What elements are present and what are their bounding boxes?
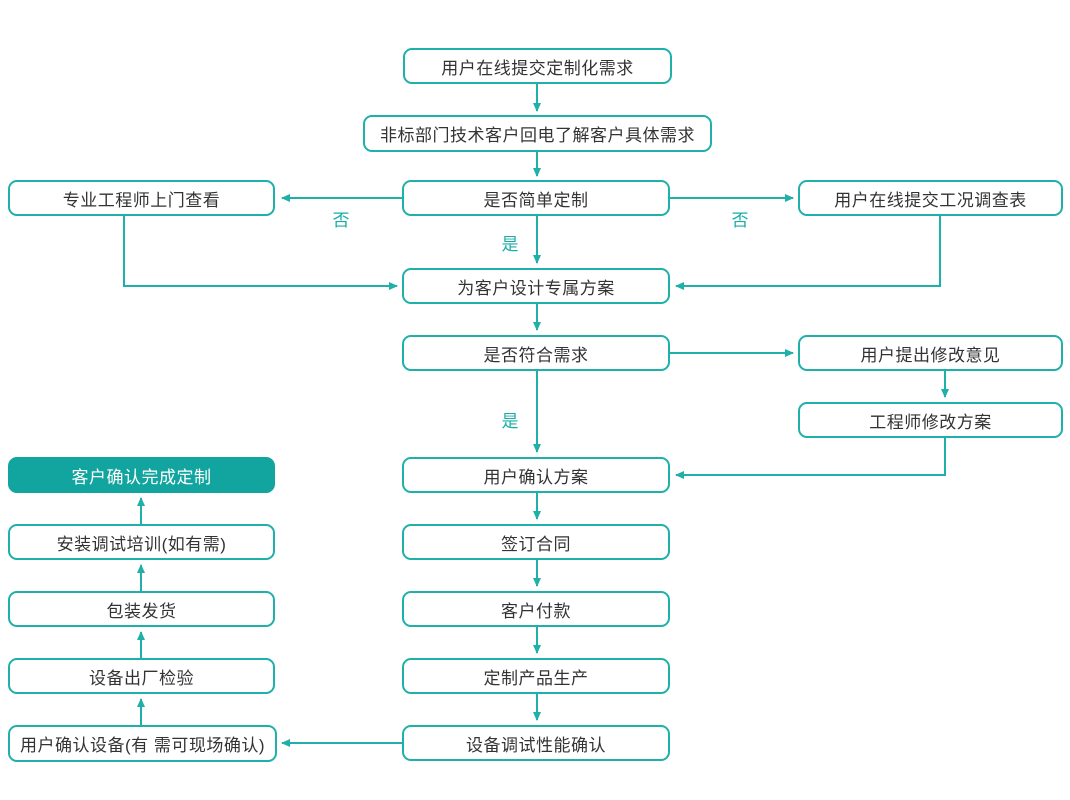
edge-revise-to-confirm-plan [675, 438, 946, 479]
edge-label-yes-mid: 是 [501, 412, 519, 431]
node-survey-form: 用户在线提交工况调查表 [798, 180, 1063, 216]
node-confirm-plan: 用户确认方案 [402, 457, 670, 493]
node-install-training: 安装调试培训(如有需) [8, 524, 275, 560]
node-customer-payment: 客户付款 [402, 591, 670, 627]
node-engineer-revise: 工程师修改方案 [798, 402, 1063, 438]
edge-engineer-visit-to-design [123, 216, 398, 290]
edge-label-yes-top: 是 [501, 235, 519, 254]
edge-label-no-right: 否 [731, 211, 749, 230]
node-sign-contract: 签订合同 [402, 524, 670, 560]
node-design-plan: 为客户设计专属方案 [402, 268, 670, 304]
node-production: 定制产品生产 [402, 658, 670, 694]
node-simple-custom-decision: 是否简单定制 [402, 180, 670, 216]
edge-survey-to-design [675, 216, 941, 290]
node-engineer-visit: 专业工程师上门查看 [8, 180, 275, 216]
node-callback-understand: 非标部门技术客户回电了解客户具体需求 [363, 115, 712, 152]
node-pack-ship: 包装发货 [8, 591, 275, 627]
node-user-feedback: 用户提出修改意见 [798, 335, 1063, 371]
node-custom-complete: 客户确认完成定制 [8, 457, 275, 493]
node-submit-requirements: 用户在线提交定制化需求 [403, 48, 672, 84]
node-debug-performance: 设备调试性能确认 [402, 725, 670, 761]
node-user-confirm-equipment: 用户确认设备(有 需可现场确认) [8, 725, 277, 762]
node-meets-needs-decision: 是否符合需求 [402, 335, 670, 371]
edge-label-no-left: 否 [332, 211, 350, 230]
node-factory-inspection: 设备出厂检验 [8, 658, 275, 694]
